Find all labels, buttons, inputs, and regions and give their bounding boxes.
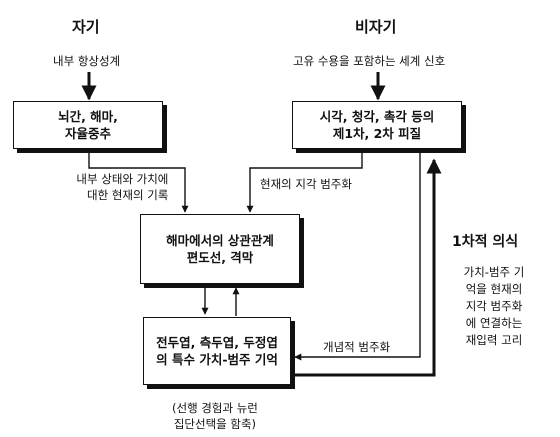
memory-box-line-1: 전두엽, 측두엽, 두정엽: [156, 335, 278, 350]
self-title: 자기: [72, 18, 100, 36]
reentrant-loop-description: 가치-범주 기 억을 현재의 지각 범주화 에 연결하는 재입력 고리: [446, 264, 542, 349]
arrow-perceptual-categorization: [246, 150, 363, 213]
hippocampus-box: 해마에서의 상관관계 편도선, 격막: [140, 214, 300, 284]
self-record-label: 내부 상태와 가치에 대한 현재의 기록: [73, 171, 168, 203]
self-record-label-line-2: 대한 현재의 기록: [87, 188, 169, 202]
perceptual-categorization-label: 현재의 지각 범주화: [260, 177, 352, 191]
conceptual-categorization-label: 개념적 범주화: [323, 340, 391, 354]
nonself-title: 비자기: [355, 18, 397, 36]
self-record-label-line-1: 내부 상태와 가치에: [76, 172, 169, 186]
sensory-cortex-box: 시각, 청각, 촉각 등의 제1차, 2차 피질: [292, 101, 462, 149]
arrow-conceptual-categorization: [294, 150, 421, 361]
arrow-reentrant-loop: [291, 158, 442, 377]
reentrant-desc-line-5: 재입력 고리: [465, 333, 523, 347]
arrow-self-record: [88, 150, 189, 213]
reentrant-desc-line-2: 억을 현재의: [465, 282, 523, 296]
sensory-cortex-box-line-2: 제1차, 2차 피질: [332, 126, 422, 141]
value-category-memory-box: 전두엽, 측두엽, 두정엽 의 특수 가치-범주 기억: [143, 317, 291, 385]
sensory-cortex-box-line-1: 시각, 청각, 촉각 등의: [319, 109, 435, 124]
memory-box-line-2: 의 특수 가치-범주 기억: [156, 352, 278, 367]
brainstem-box-line-1: 뇌간, 해마,: [58, 109, 118, 124]
memory-note: (선행 경험과 뉴런 집단선택을 함축): [172, 400, 258, 432]
self-input-label: 내부 항상성계: [53, 54, 121, 68]
memory-note-line-2: 집단선택을 함축): [173, 417, 257, 431]
primary-consciousness-title: 1차적 의식: [452, 234, 519, 250]
reentrant-desc-line-3: 지각 범주화: [465, 299, 523, 313]
nonself-input-label: 고유 수용을 포함하는 세계 신호: [293, 54, 446, 68]
memory-note-line-1: (선행 경험과 뉴런: [172, 401, 258, 415]
hippocampus-box-line-2: 편도선, 격막: [186, 250, 254, 265]
hippocampus-box-line-1: 해마에서의 상관관계: [166, 233, 274, 248]
reentrant-desc-line-1: 가치-범주 기: [463, 265, 525, 279]
brainstem-box-line-2: 자율중추: [64, 126, 111, 141]
reentrant-desc-line-4: 에 연결하는: [465, 316, 523, 330]
brainstem-box: 뇌간, 해마, 자율중추: [13, 101, 163, 149]
